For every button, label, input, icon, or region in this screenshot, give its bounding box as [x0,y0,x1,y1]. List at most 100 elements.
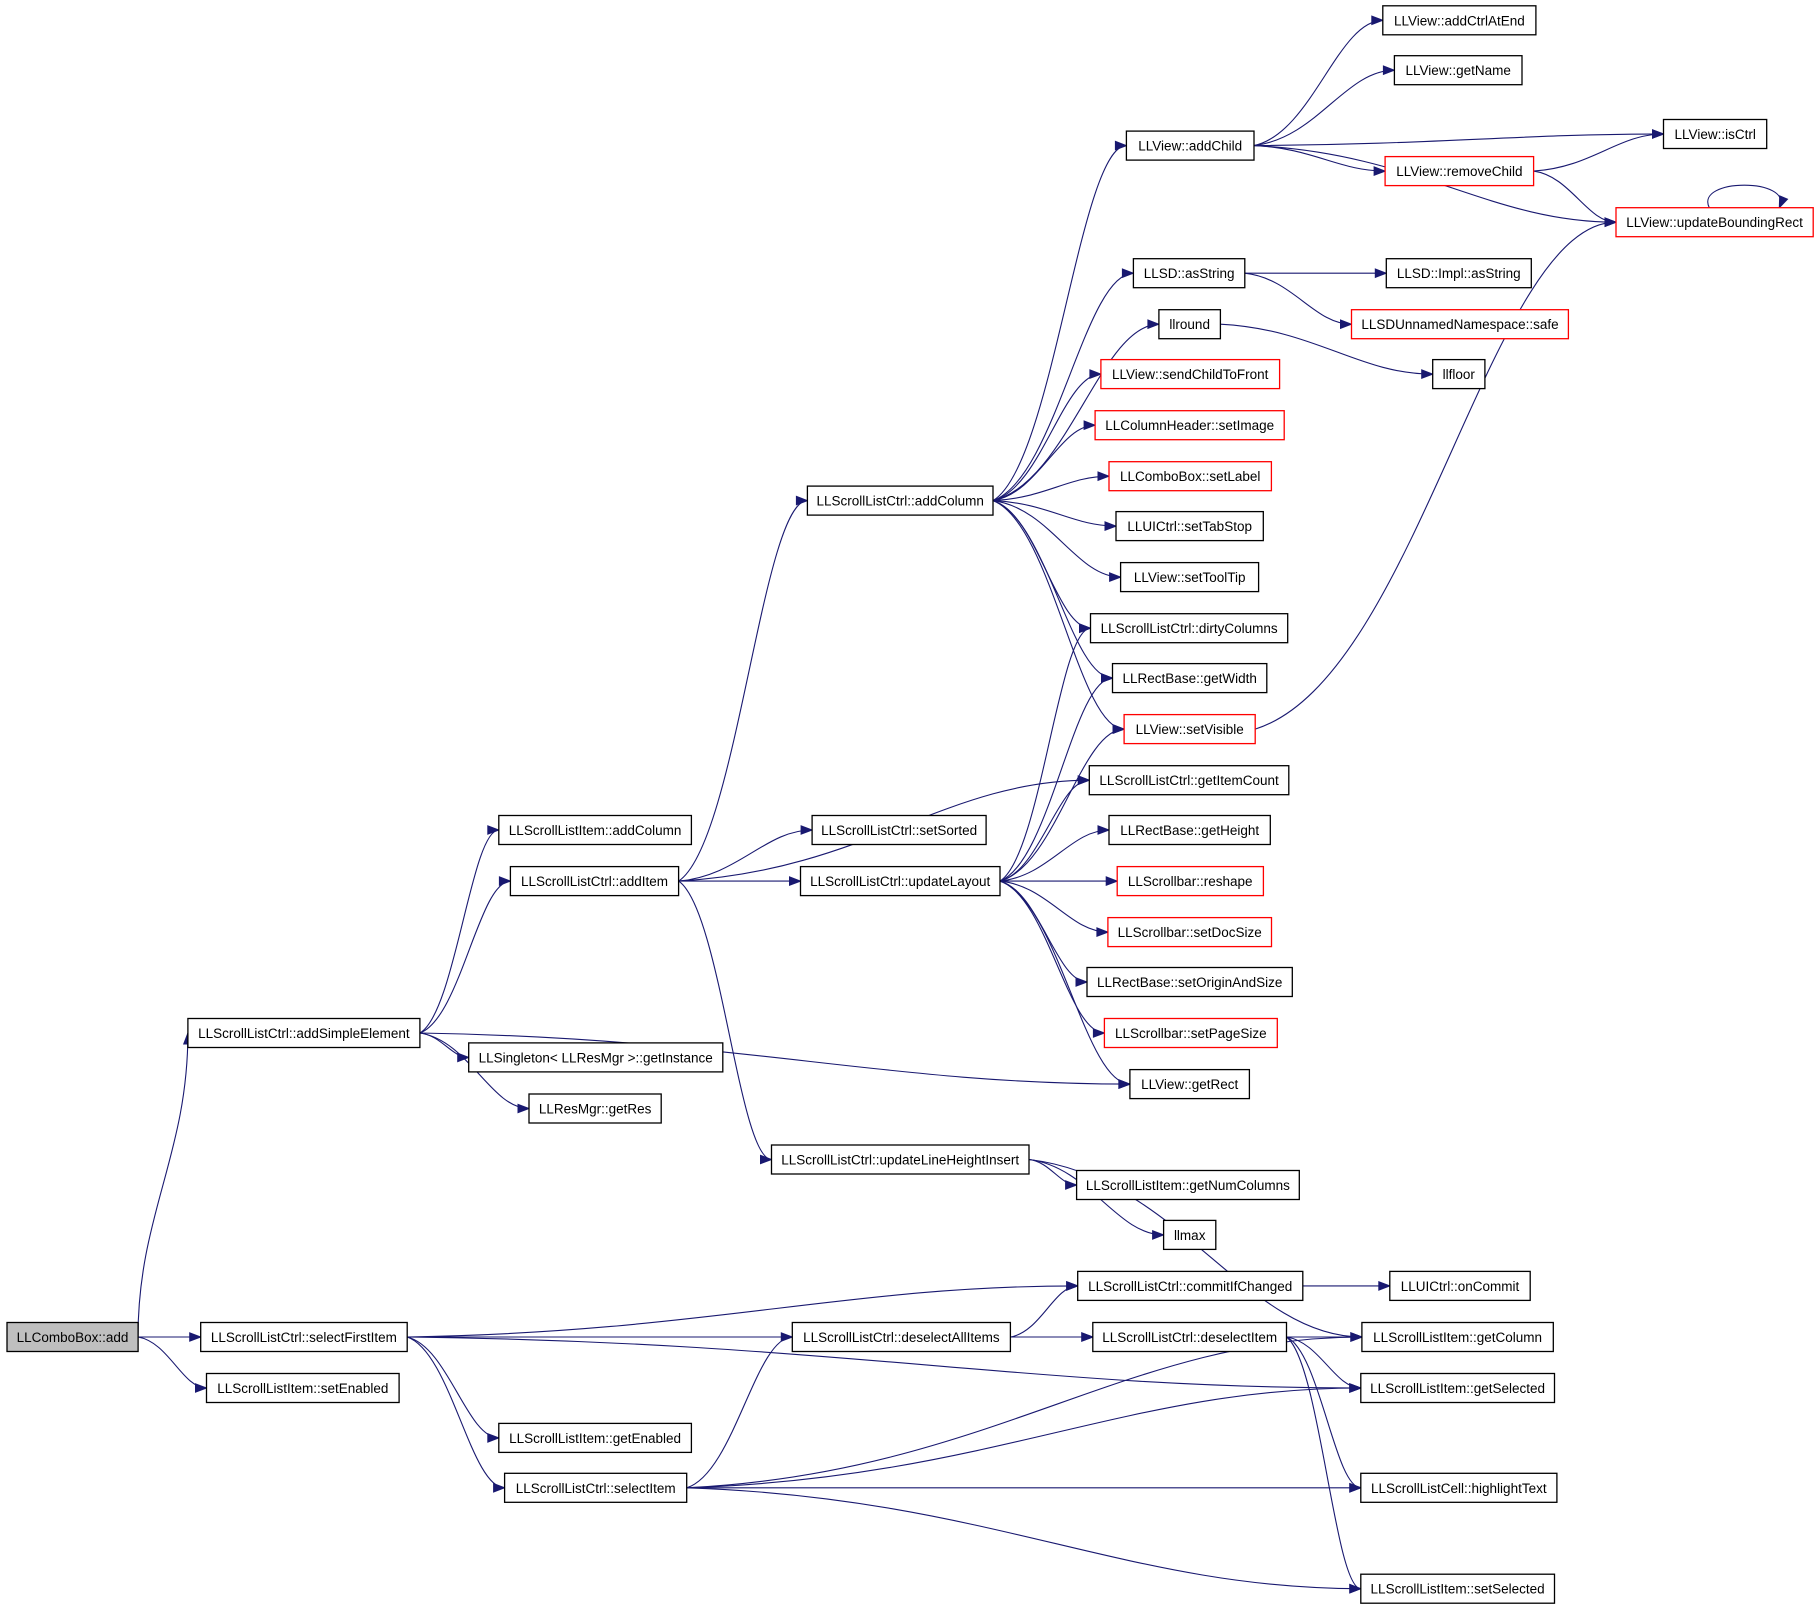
node-selectItem[interactable]: LLScrollListCtrl::selectItem [503,1472,688,1503]
node-addCtrlAtEnd[interactable]: LLView::addCtrlAtEnd [1382,5,1537,36]
node-box[interactable] [1108,814,1271,846]
node-box[interactable] [205,1372,400,1404]
node-getName[interactable]: LLView::getName [1393,55,1523,86]
node-getSelected[interactable]: LLScrollListItem::getSelected [1360,1372,1556,1404]
node-dirtyColumns[interactable]: LLScrollListCtrl::dirtyColumns [1089,613,1289,644]
node-box[interactable] [1077,1270,1304,1302]
node-sliAddColumn[interactable]: LLScrollListItem::addColumn [498,814,693,846]
node-getRes[interactable]: LLResMgr::getRes [528,1093,662,1124]
node-box[interactable] [498,1422,693,1454]
node-getColumn[interactable]: LLScrollListItem::getColumn [1361,1321,1554,1353]
node-box[interactable] [1361,1321,1554,1353]
node-box[interactable] [528,1093,662,1124]
node-box[interactable] [1162,1219,1217,1251]
node-box[interactable] [1116,865,1265,897]
node-box[interactable] [1389,1270,1531,1302]
node-addSimple[interactable]: LLScrollListCtrl::addSimpleElement [187,1017,421,1049]
node-box[interactable] [1350,309,1570,340]
node-deselectItem[interactable]: LLScrollListCtrl::deselectItem [1092,1321,1288,1353]
node-box[interactable] [1107,916,1273,948]
node-setPageSize[interactable]: LLScrollbar::setPageSize [1103,1017,1278,1049]
node-box[interactable] [1100,358,1281,390]
node-box[interactable] [503,1472,688,1503]
node-sendChild[interactable]: LLView::sendChildToFront [1100,358,1281,390]
node-isCtrl[interactable]: LLView::isCtrl [1662,118,1768,150]
node-box[interactable] [1119,561,1260,593]
node-box[interactable] [1115,510,1264,542]
node-box[interactable] [799,865,1001,897]
node-box[interactable] [1108,461,1273,492]
node-addChild[interactable]: LLView::addChild [1125,130,1255,161]
node-deselectAll[interactable]: LLScrollListCtrl::deselectAllItems [791,1321,1012,1353]
node-reshape[interactable]: LLScrollbar::reshape [1116,865,1265,897]
node-llround[interactable]: llround [1158,309,1222,340]
node-getEnabled[interactable]: LLScrollListItem::getEnabled [498,1422,693,1454]
node-box[interactable] [468,1042,724,1073]
node-removeChild[interactable]: LLView::removeChild [1384,155,1535,187]
node-box[interactable] [1382,5,1537,36]
node-getItemCount[interactable]: LLScrollListCtrl::getItemCount [1088,765,1290,796]
node-llfloor[interactable]: llfloor [1432,358,1486,390]
node-setToolTip[interactable]: LLView::setToolTip [1119,561,1260,593]
node-box[interactable] [806,485,994,516]
node-safe[interactable]: LLSDUnnamedNamespace::safe [1350,309,1570,340]
node-box[interactable] [1075,1169,1300,1201]
node-box[interactable] [1615,207,1814,238]
node-box[interactable] [187,1017,421,1049]
node-updateBR[interactable]: LLView::updateBoundingRect [1615,207,1814,238]
node-box[interactable] [1089,613,1289,644]
node-box[interactable] [6,1321,139,1353]
node-box[interactable] [1132,258,1246,289]
node-onCommit[interactable]: LLUICtrl::onCommit [1389,1270,1531,1302]
node-selectFirst[interactable]: LLScrollListCtrl::selectFirstItem [200,1321,408,1353]
node-box[interactable] [1432,358,1486,390]
node-box[interactable] [1393,55,1523,86]
node-getRect[interactable]: LLView::getRect [1129,1068,1251,1100]
node-setTabStop[interactable]: LLUICtrl::setTabStop [1115,510,1264,542]
node-box[interactable] [1129,1068,1251,1100]
node-box[interactable] [1360,1372,1556,1404]
node-setVisible[interactable]: LLView::setVisible [1123,713,1256,745]
node-box[interactable] [1360,1573,1556,1604]
node-box[interactable] [791,1321,1012,1353]
node-box[interactable] [1125,130,1255,161]
node-box[interactable] [1088,765,1290,796]
node-addItem[interactable]: LLScrollListCtrl::addItem [509,865,680,897]
node-box[interactable] [811,814,987,846]
node-setLabel[interactable]: LLComboBox::setLabel [1108,461,1273,492]
node-box[interactable] [1158,309,1222,340]
node-box[interactable] [498,814,693,846]
node-setImage[interactable]: LLColumnHeader::setImage [1094,410,1285,441]
node-getNumColumns[interactable]: LLScrollListItem::getNumColumns [1075,1169,1300,1201]
node-box[interactable] [509,865,680,897]
node-box[interactable] [1103,1017,1278,1049]
node-setDocSize[interactable]: LLScrollbar::setDocSize [1107,916,1273,948]
node-box[interactable] [1360,1472,1558,1503]
node-box[interactable] [1086,966,1293,998]
node-getHeight[interactable]: LLRectBase::getHeight [1108,814,1271,846]
node-box[interactable] [1111,662,1268,694]
node-setOrigin[interactable]: LLRectBase::setOriginAndSize [1086,966,1293,998]
node-getWidth[interactable]: LLRectBase::getWidth [1111,662,1268,694]
node-box[interactable] [1384,155,1535,187]
node-updateLayout[interactable]: LLScrollListCtrl::updateLayout [799,865,1001,897]
node-box[interactable] [770,1144,1030,1175]
node-box[interactable] [200,1321,408,1353]
node-box[interactable] [1662,118,1768,150]
node-updateLHI[interactable]: LLScrollListCtrl::updateLineHeightInsert [770,1144,1030,1175]
node-llmax[interactable]: llmax [1162,1219,1217,1251]
node-commitIfChanged[interactable]: LLScrollListCtrl::commitIfChanged [1077,1270,1304,1302]
node-add[interactable]: LLComboBox::add [6,1321,139,1353]
node-box[interactable] [1385,258,1532,289]
node-box[interactable] [1092,1321,1288,1353]
node-setSelected[interactable]: LLScrollListItem::setSelected [1360,1573,1556,1604]
node-implAsString[interactable]: LLSD::Impl::asString [1385,258,1532,289]
node-box[interactable] [1123,713,1256,745]
node-setEnabled[interactable]: LLScrollListItem::setEnabled [205,1372,400,1404]
node-box[interactable] [1094,410,1285,441]
node-setSorted[interactable]: LLScrollListCtrl::setSorted [811,814,987,846]
node-asString[interactable]: LLSD::asString [1132,258,1246,289]
node-getInstance[interactable]: LLSingleton< LLResMgr >::getInstance [468,1042,724,1073]
node-highlightText[interactable]: LLScrollListCell::highlightText [1360,1472,1558,1503]
node-addColumn[interactable]: LLScrollListCtrl::addColumn [806,485,994,516]
